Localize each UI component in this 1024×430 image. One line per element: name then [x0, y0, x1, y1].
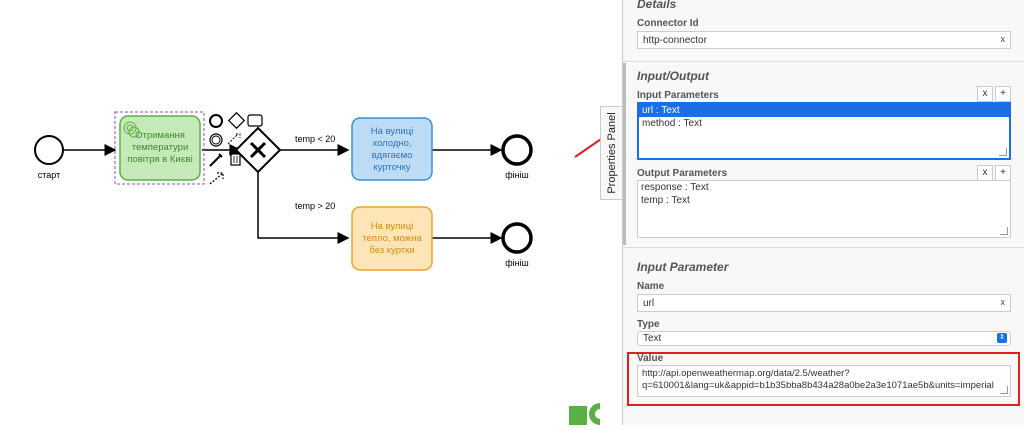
resize-handle[interactable] [1000, 386, 1008, 394]
name-input[interactable]: url x [637, 294, 1011, 312]
condition-warm-label: temp > 20 [295, 201, 335, 211]
task1-label-line-3: повітря в Києві [127, 154, 192, 165]
append-task-icon[interactable] [247, 114, 263, 127]
type-label: Type [637, 319, 660, 330]
task-cold-label-line-3: вдягаємо [372, 150, 413, 161]
type-select[interactable]: Text ⇕ [637, 331, 1011, 346]
properties-panel-toggle-label: Properties Panel [605, 112, 618, 194]
task-cold-label-line-2: холодно, [372, 138, 411, 149]
text-annotation-icon[interactable] [227, 133, 241, 145]
details-title: Details [637, 0, 677, 11]
input-output-title: Input/Output [637, 69, 709, 83]
end-event-1[interactable] [501, 134, 533, 166]
annotation-arrow [574, 126, 619, 158]
input-parameters-remove-button[interactable]: x [977, 86, 993, 102]
select-arrows-icon: ⇕ [997, 333, 1007, 343]
end-event-1-label: фініш [505, 170, 529, 180]
wrench-icon[interactable] [209, 153, 223, 167]
input-parameters-list[interactable]: url : Text method : Text [637, 102, 1011, 160]
context-pad[interactable] [209, 111, 263, 185]
task1-label-line-2: температури [132, 142, 189, 153]
task-selection-outline [114, 111, 205, 185]
output-parameters-remove-button[interactable]: x [977, 165, 993, 181]
output-param-item-temp[interactable]: temp : Text [641, 195, 690, 206]
output-parameters-add-button[interactable]: + [995, 165, 1011, 181]
task-warm-label-line-1: На вулиці [371, 221, 414, 232]
toolbar-toggle-icon[interactable] [569, 403, 611, 425]
end-event-2[interactable] [501, 222, 533, 254]
task-cold[interactable] [351, 117, 433, 181]
value-line-1: http://api.openweathermap.org/data/2.5/w… [642, 368, 850, 379]
type-value: Text [643, 333, 662, 344]
resize-handle[interactable] [1000, 227, 1008, 235]
resize-handle[interactable] [999, 148, 1007, 156]
input-parameter-title: Input Parameter [637, 260, 729, 274]
task-warm-label-line-2: тепло, можна [362, 233, 422, 244]
value-highlight-box [627, 352, 1020, 406]
output-parameters-label: Output Parameters [637, 168, 728, 179]
start-event-label: старт [38, 170, 60, 180]
connector-id-value: http-connector [643, 35, 707, 46]
flow-gateway-to-warm[interactable] [257, 172, 350, 244]
details-group: Details Connector Id http-connector x [623, 0, 1024, 62]
task-get-temperature[interactable] [119, 115, 201, 181]
gateway-x-icon [249, 141, 267, 159]
output-parameters-list[interactable]: response : Text temp : Text [637, 180, 1011, 238]
value-textarea[interactable]: http://api.openweathermap.org/data/2.5/w… [637, 365, 1011, 397]
condition-cold-label: temp < 20 [295, 134, 335, 144]
end-event-2-label: фініш [505, 258, 529, 268]
bpmn-diagram-svg[interactable]: старт Отримання температури повітря в Ки… [0, 0, 619, 425]
name-value: url [643, 298, 655, 309]
input-param-item-url[interactable]: url : Text [639, 104, 1009, 117]
append-gateway-icon[interactable] [227, 111, 246, 130]
task-warm-label-line-3: без куртки [369, 245, 414, 256]
value-label: Value [637, 353, 664, 364]
input-parameters-add-button[interactable]: + [995, 86, 1011, 102]
bpmn-canvas[interactable]: старт Отримання температури повітря в Ки… [0, 0, 619, 425]
start-event[interactable] [34, 135, 64, 165]
connector-id-clear-button[interactable]: x [1000, 34, 1006, 44]
connect-icon[interactable] [209, 172, 224, 185]
properties-panel[interactable]: Details Connector Id http-connector x In… [622, 0, 1024, 425]
name-clear-button[interactable]: x [1000, 297, 1006, 307]
task-cold-label-line-1: На вулиці [371, 126, 414, 137]
append-end-event-icon[interactable] [209, 114, 223, 128]
task1-label-line-1: Отримання [135, 130, 185, 141]
value-line-2: q=610001&lang=uk&appid=b1b35bba8b434a28a… [642, 380, 994, 391]
output-param-item-response[interactable]: response : Text [641, 182, 709, 193]
task-cold-label-line-4: курточку [373, 162, 411, 173]
input-parameter-group: Input Parameter Name url x Type Text ⇕ V… [623, 247, 1024, 425]
connector-id-input[interactable]: http-connector x [637, 31, 1011, 49]
input-output-group: Input/Output Input Parameters x + url : … [623, 61, 1024, 248]
name-label: Name [637, 281, 665, 292]
connector-id-label: Connector Id [637, 18, 699, 29]
properties-panel-toggle[interactable]: Properties Panel [600, 106, 622, 200]
input-parameters-label: Input Parameters [637, 90, 719, 101]
gear-icon [123, 121, 140, 138]
input-param-item-method[interactable]: method : Text [642, 118, 702, 129]
task-warm[interactable] [351, 206, 433, 271]
